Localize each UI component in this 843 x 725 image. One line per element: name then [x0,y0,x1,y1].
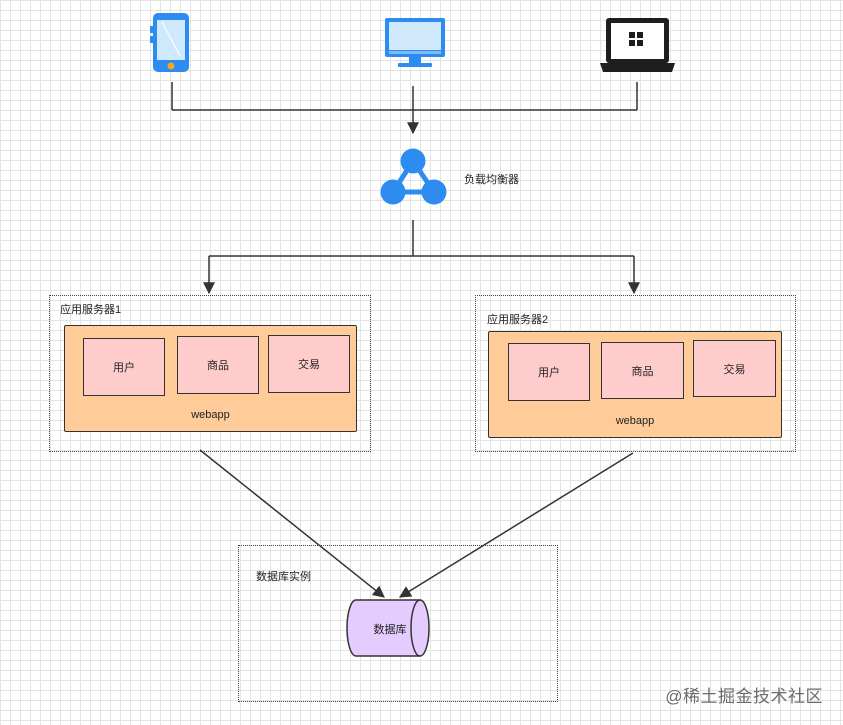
server1-to-db-arrow [199,449,385,598]
app-server-2-title: 应用服务器2 [487,314,549,326]
app-server-2 [475,295,796,452]
share-network-icon [380,148,447,205]
app-server-1-title: 应用服务器1 [60,304,122,316]
module-product-2: 商品 [601,342,684,399]
app-server-1 [49,295,371,452]
webapp-label-2: webapp [615,415,655,427]
module-product-1: 商品 [177,336,259,394]
desktop-monitor-icon [385,18,445,67]
database-connectors [199,449,634,598]
watermark: @稀土掘金技术社区 [665,687,823,706]
balancer-connectors [203,220,640,295]
database-instance [238,545,558,702]
module-user-1: 用户 [83,338,165,396]
load-balancer-label: 负载均衡器 [464,174,519,186]
module-trade-1: 交易 [268,335,350,393]
server2-to-db-arrow [398,452,634,598]
webapp-label-1: webapp [191,409,230,421]
module-user-2: 用户 [508,343,590,401]
database-label: 数据库 [373,624,407,636]
database-instance-title: 数据库实例 [256,571,311,583]
database-cylinder [346,599,430,657]
mobile-phone-icon [150,13,189,72]
client-connectors [171,82,638,135]
laptop-icon [600,18,675,72]
module-trade-2: 交易 [693,340,776,397]
